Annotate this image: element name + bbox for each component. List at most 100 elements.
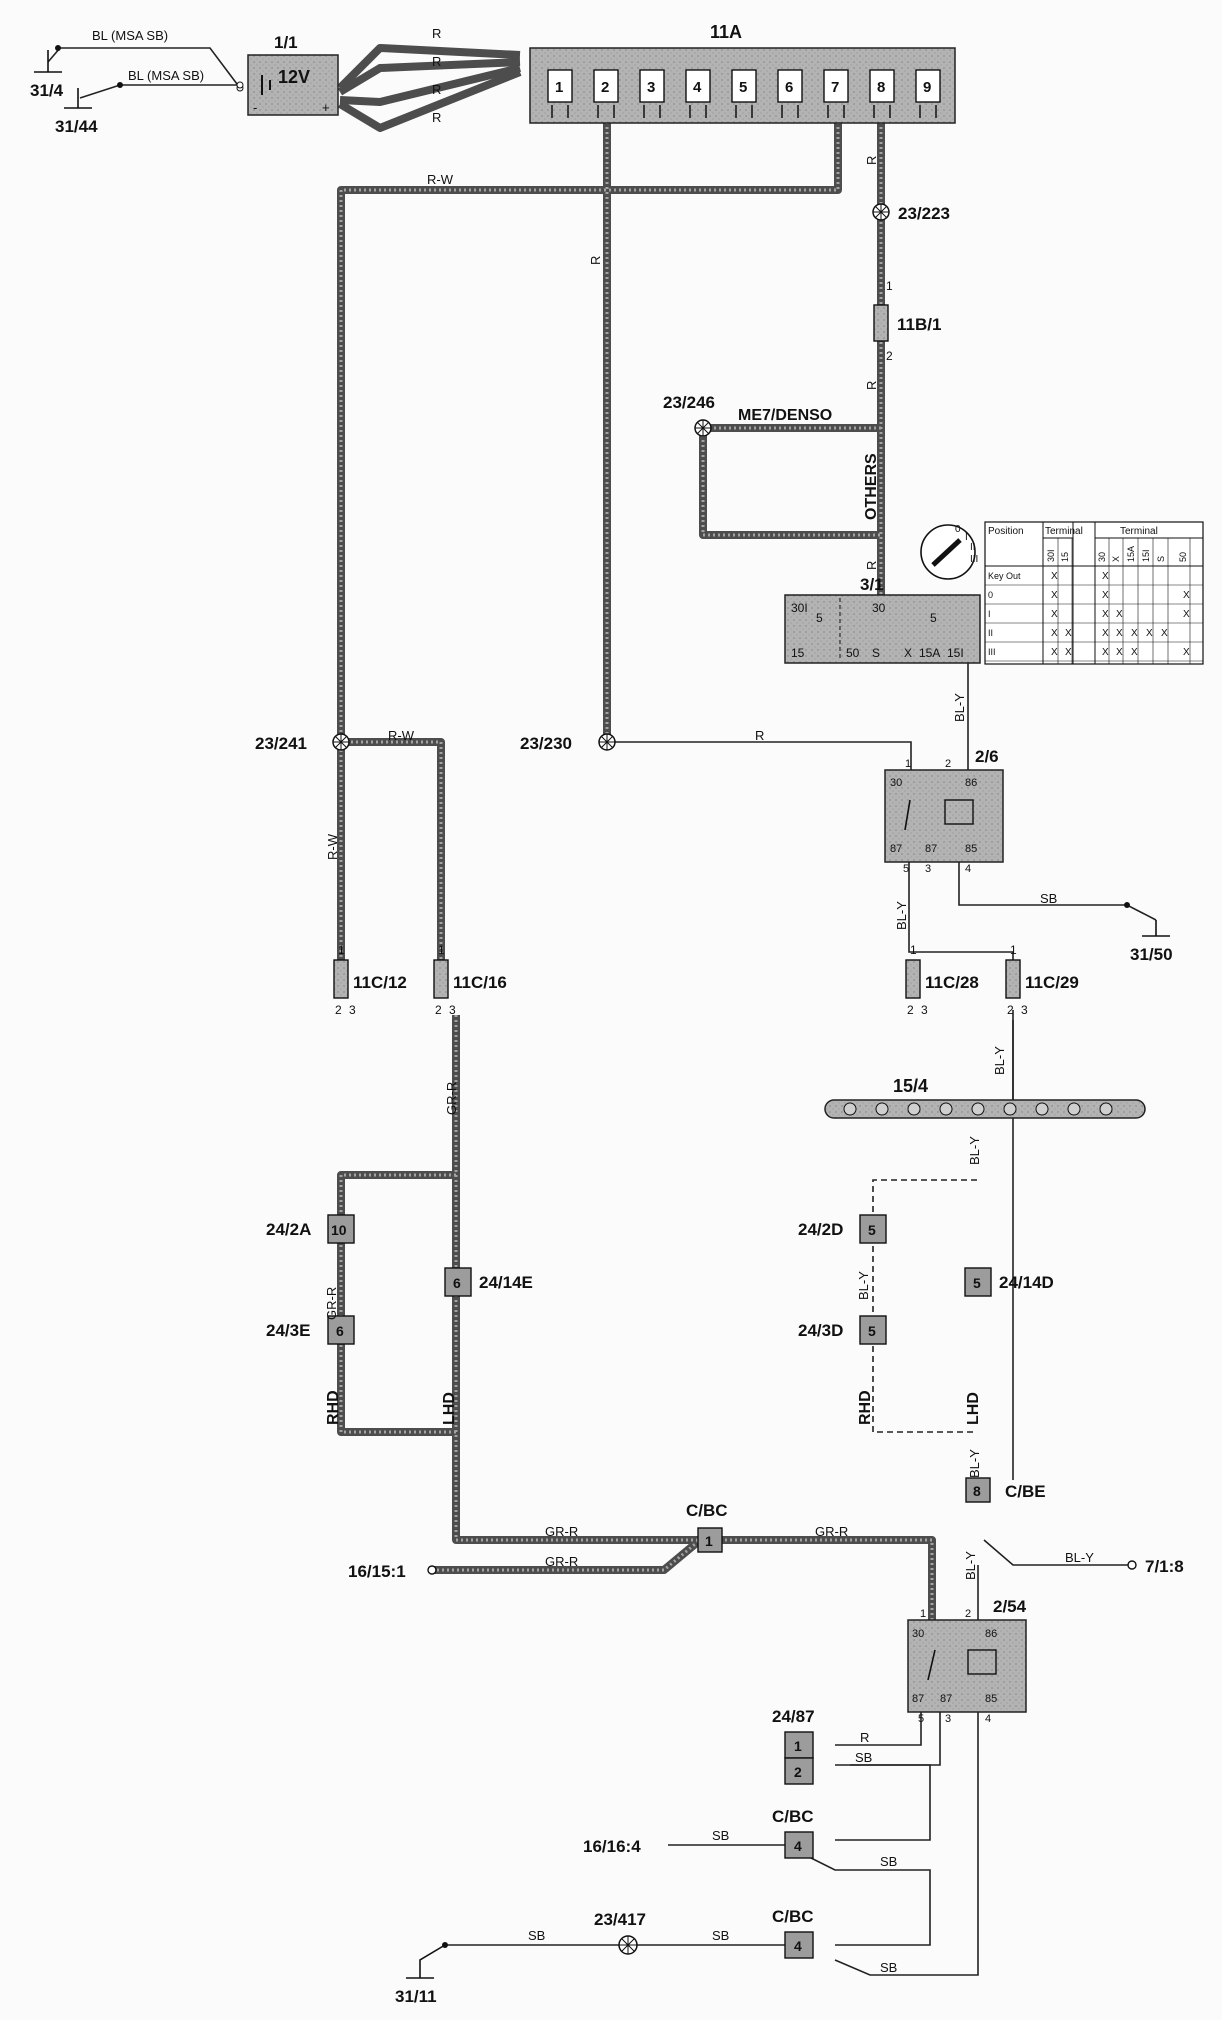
- table-col: 50: [1178, 552, 1188, 562]
- table-cell: X: [1051, 590, 1058, 601]
- relay-pin: 85: [965, 843, 977, 855]
- relay-pin: 87: [925, 843, 937, 855]
- fuse-11b-1: 1 2 11B/1: [873, 279, 941, 363]
- external-ref: 16/15:1: [348, 1562, 406, 1581]
- ground-symbol-31-50: [1142, 920, 1170, 937]
- fuse-slot-9: 9: [915, 69, 941, 118]
- table-cell: X: [1183, 590, 1190, 601]
- table-row-label: III: [988, 647, 996, 657]
- table-header: Terminal: [1045, 526, 1083, 537]
- connector-24-14e: 6 24/14E: [444, 1267, 533, 1297]
- busbar-hole: [1003, 1102, 1017, 1116]
- connector-label: 24/2D: [798, 1220, 843, 1239]
- key-position: 0: [955, 524, 961, 535]
- relay-pin: 4: [985, 1713, 991, 1725]
- splice-label: 23/417: [594, 1910, 646, 1929]
- fuse-slot-8: 8: [869, 69, 895, 118]
- wire-label-rw: R-W: [427, 172, 454, 187]
- wire-label-bly: BL-Y: [952, 693, 967, 722]
- table-cell: X: [1116, 628, 1123, 639]
- terminal: 5: [930, 611, 937, 625]
- connector-pin: 4: [794, 1938, 802, 1954]
- table-cell: X: [1102, 647, 1109, 658]
- terminal: 50: [846, 646, 860, 660]
- wire-label-sb: SB: [1040, 891, 1057, 906]
- dashed-wires: [872, 1179, 977, 1433]
- splice-label: 23/246: [663, 393, 715, 412]
- busbar-hole: [843, 1102, 857, 1116]
- table-cell: X: [1183, 647, 1190, 658]
- table-cell: X: [1102, 571, 1109, 582]
- busbar-hole: [939, 1102, 953, 1116]
- connector-pin: 1: [705, 1533, 713, 1549]
- connector-label: 24/3E: [266, 1321, 310, 1340]
- fuse-pin: 1: [886, 279, 893, 293]
- wire-label-grr: GR-R: [324, 1287, 339, 1320]
- junction: [1124, 902, 1130, 908]
- table-col: 15A: [1126, 546, 1136, 562]
- wire-label-grr: GR-R: [815, 1524, 848, 1539]
- wire-label-r: R: [864, 156, 879, 165]
- relay-pin: 5: [918, 1713, 924, 1725]
- connector-pin: 6: [336, 1323, 344, 1339]
- connector-pin: 3: [1021, 1003, 1028, 1017]
- terminal: S: [872, 646, 880, 660]
- relay-pin: 2: [945, 758, 951, 770]
- fuse-label: 11B/1: [897, 315, 941, 334]
- table-cell: X: [1102, 609, 1109, 620]
- variant-label: OTHERS: [863, 453, 880, 520]
- key-position: II: [970, 542, 976, 553]
- busbar-hole: [1099, 1102, 1113, 1116]
- battery-voltage: 12V: [278, 67, 310, 87]
- table-cell: X: [1051, 647, 1058, 658]
- variant-label: ME7/DENSO: [738, 407, 832, 424]
- relay-pin: 1: [905, 758, 911, 770]
- ground-label: 31/50: [1130, 945, 1173, 964]
- ground-symbol-31-4: [34, 50, 62, 73]
- connector-label: C/BC: [686, 1501, 728, 1520]
- ground-31-44: 31/44: [55, 117, 98, 136]
- connector-pin: 6: [453, 1275, 461, 1291]
- relay-label: 2/6: [975, 747, 999, 766]
- connector-24-3d: 524/3D: [798, 1315, 887, 1345]
- relay-pin: 30: [890, 777, 902, 789]
- battery-pos: +: [322, 100, 330, 115]
- wire-label-r: R: [860, 1730, 869, 1745]
- table-row-label: I: [988, 609, 991, 619]
- connector-pin: 2: [1007, 1003, 1014, 1017]
- connector-label: 24/14E: [479, 1273, 533, 1292]
- drive-side-label: RHD: [325, 1390, 342, 1425]
- table-cell: X: [1051, 571, 1058, 582]
- external-ref: 16/16:4: [583, 1837, 641, 1856]
- connector-label: C/BC: [772, 1807, 814, 1826]
- table-col: 15: [1060, 552, 1070, 562]
- fuse-slot-1: 1: [547, 69, 573, 118]
- table-cell: X: [1065, 628, 1072, 639]
- busbar-hole: [971, 1102, 985, 1116]
- wire-label-r: R: [864, 561, 879, 570]
- table-col: 15I: [1141, 549, 1151, 562]
- table-cell: X: [1116, 609, 1123, 620]
- wire-label-sb: SB: [712, 1928, 729, 1943]
- wire-label-bly: BL-Y: [967, 1449, 982, 1478]
- terminal: 5: [816, 611, 823, 625]
- relay-pin: 87: [912, 1693, 924, 1705]
- connector-pin: 3: [449, 1003, 456, 1017]
- wire-label-sb: SB: [880, 1960, 897, 1975]
- wire-label-sb: SB: [712, 1828, 729, 1843]
- busbar-hole: [875, 1102, 889, 1116]
- table-row-label: II: [988, 628, 993, 638]
- wire-label-grr: GR-R: [545, 1524, 578, 1539]
- battery-neg: -: [253, 100, 257, 115]
- connector-label: 11C/29: [1025, 973, 1079, 992]
- relay-pin: 5: [903, 863, 909, 875]
- relay-pin: 2: [965, 1608, 971, 1620]
- connector-label: 11C/28: [925, 973, 979, 992]
- wire-label-rw: R-W: [388, 728, 415, 743]
- terminal: 15A: [919, 646, 940, 660]
